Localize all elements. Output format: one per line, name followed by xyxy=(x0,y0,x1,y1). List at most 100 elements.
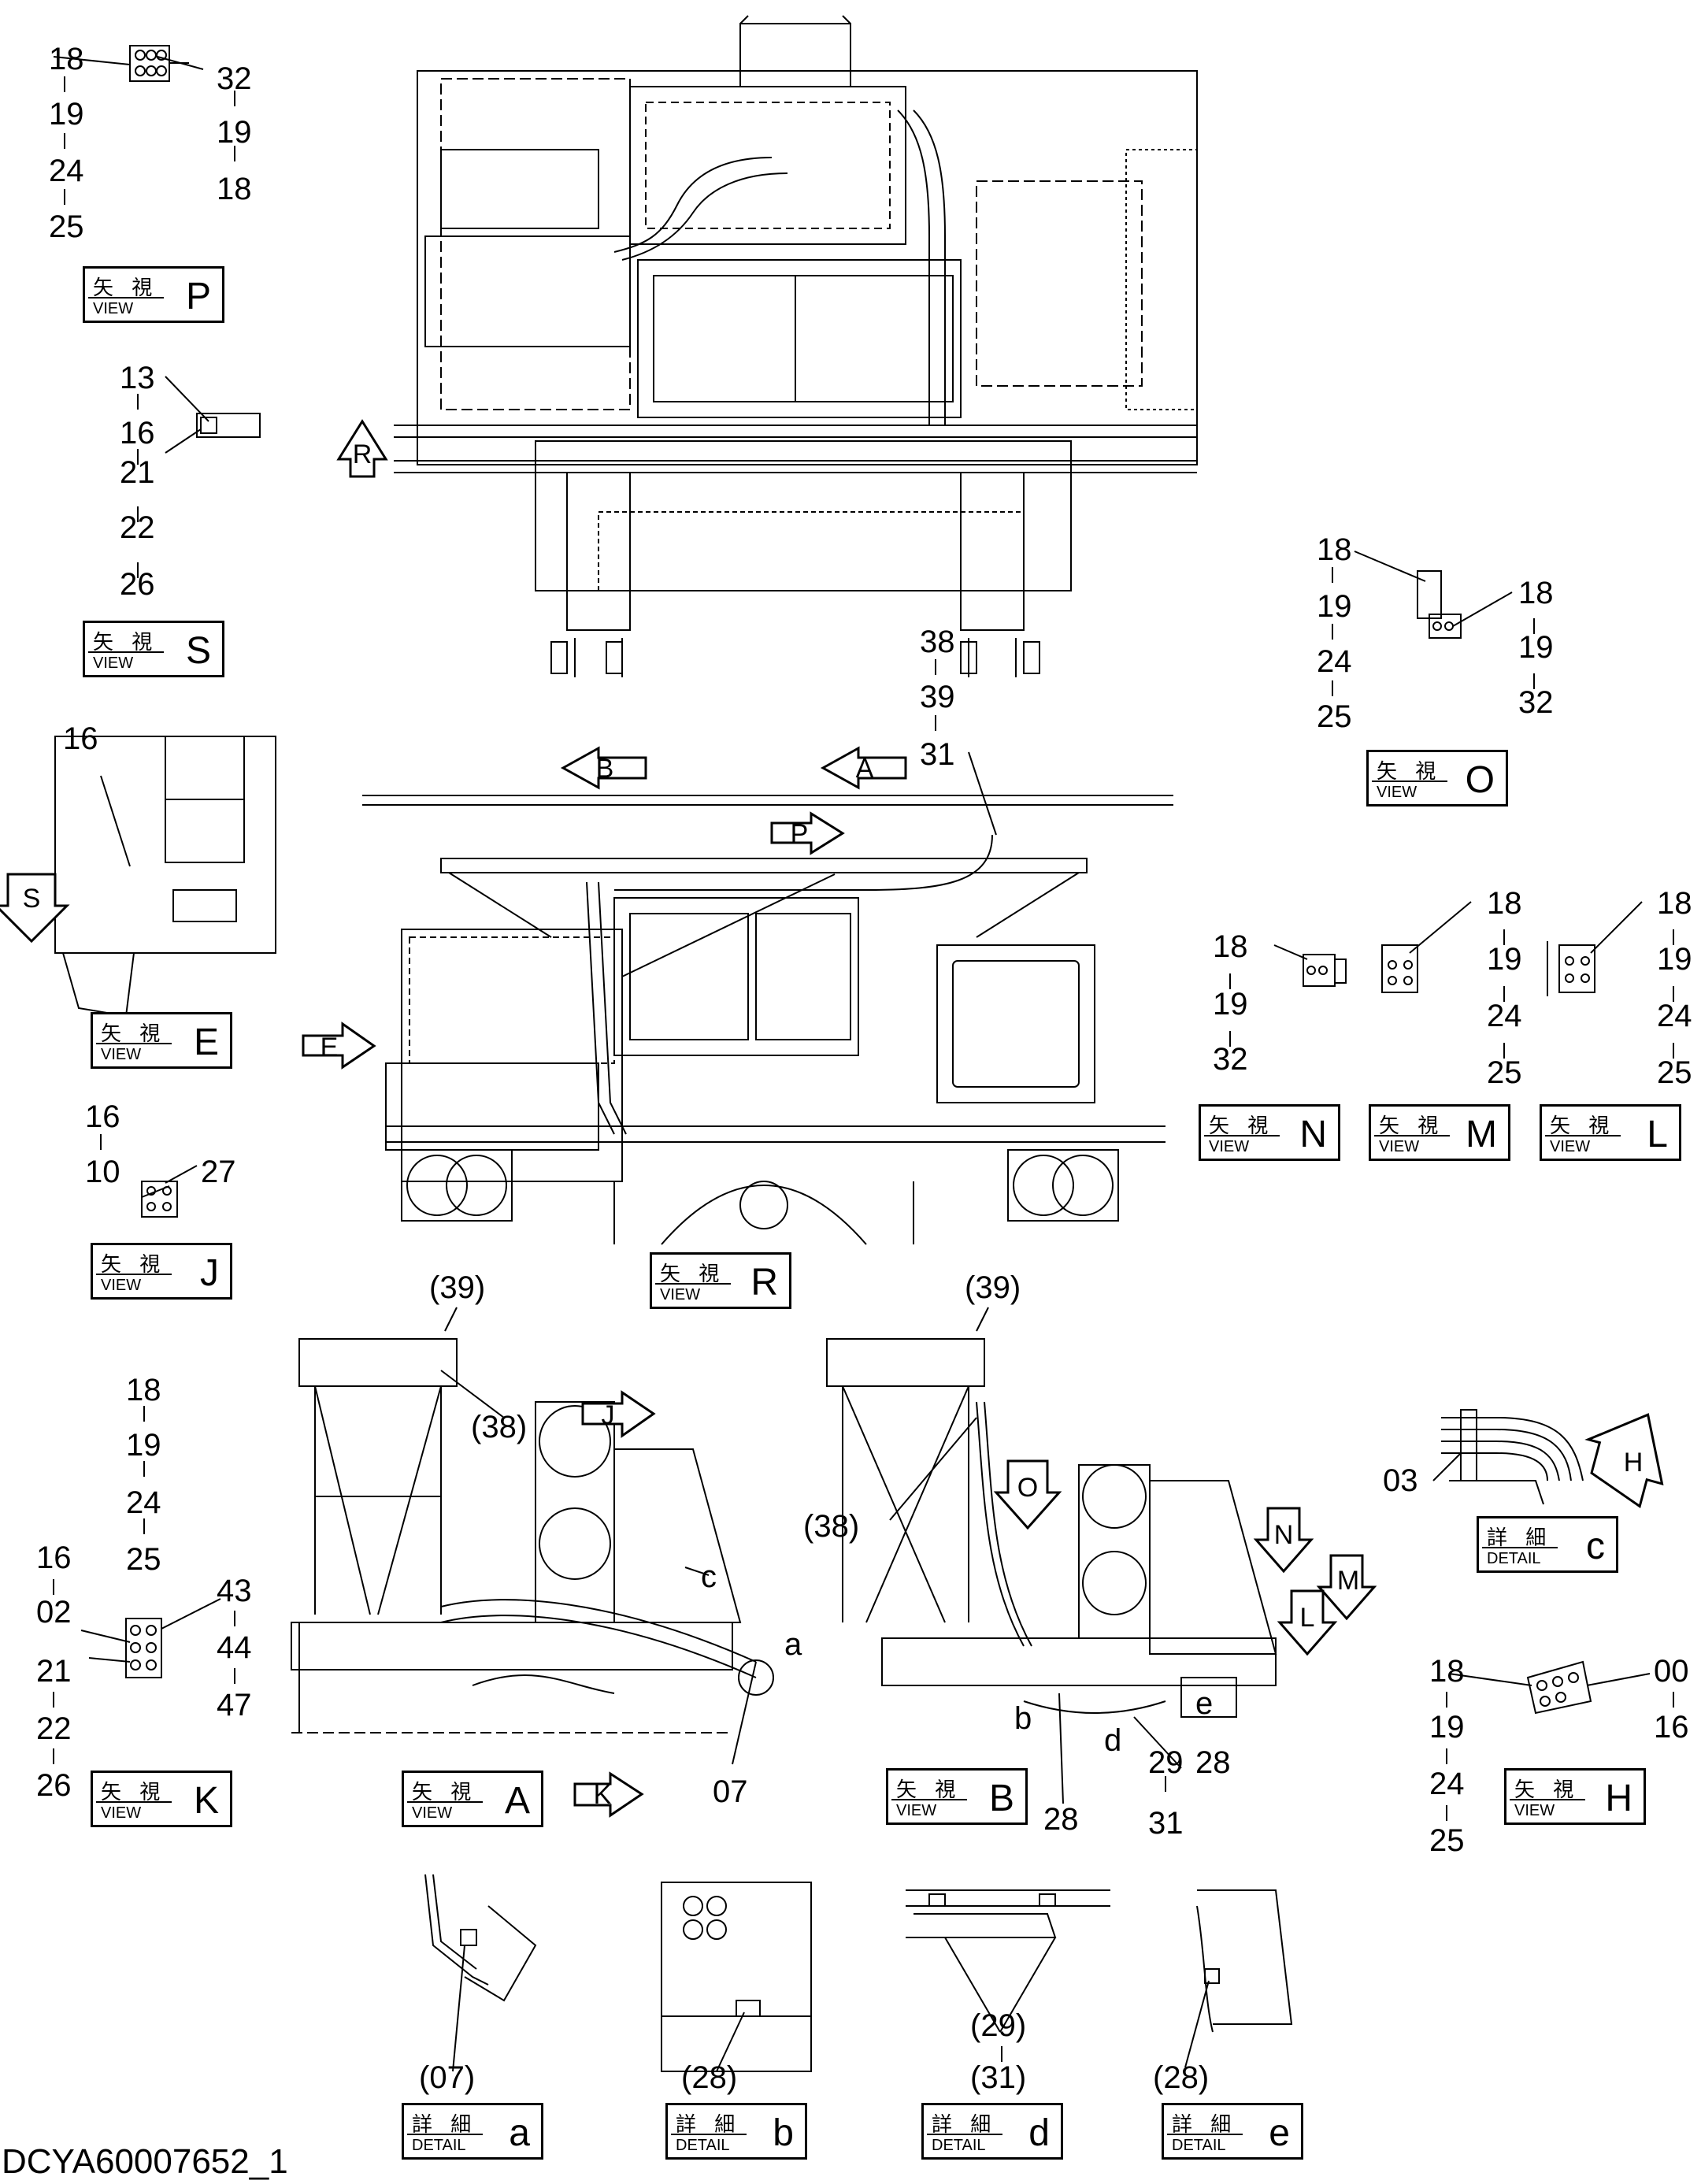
view-box-e-letter: E xyxy=(193,1022,219,1063)
callout-b-28-right: 28 xyxy=(1195,1745,1231,1780)
detail-box-d-rule xyxy=(927,2134,1002,2135)
callout-s-1: 13 xyxy=(120,361,155,395)
callout-a-07: 07 xyxy=(713,1774,748,1809)
small-view-n xyxy=(1303,954,1347,987)
callout-k-right-3: 47 xyxy=(217,1688,252,1722)
detail-box-a-rule xyxy=(407,2134,483,2135)
callout-l-3: 24 xyxy=(1657,999,1692,1033)
callout-p-left-2: 19 xyxy=(49,97,84,132)
detail-e-drawing xyxy=(1196,1889,1293,2033)
callout-p-right-2: 19 xyxy=(217,115,252,150)
view-box-h-jp: 矢 視 xyxy=(1514,1778,1581,1801)
detail-box-c-en: DETAIL xyxy=(1487,1550,1541,1567)
detail-d-drawing xyxy=(906,1889,1110,1938)
detail-box-c-jp: 詳 細 xyxy=(1487,1526,1553,1549)
top-machine-view xyxy=(394,15,1198,677)
callout-k-left-2: 02 xyxy=(36,1595,72,1630)
callout-det-d-2: (31) xyxy=(970,2060,1027,2095)
callout-b-39: (39) xyxy=(965,1270,1021,1305)
callout-n-1: 18 xyxy=(1213,929,1248,964)
callout-l-4: 25 xyxy=(1657,1055,1692,1090)
view-box-s-rule xyxy=(88,651,164,653)
view-arrow-p-label: P xyxy=(791,819,809,849)
detail-box-d-letter: d xyxy=(1028,2112,1050,2154)
callout-n-2: 19 xyxy=(1213,987,1248,1022)
view-box-b-rule xyxy=(891,1799,967,1800)
view-box-p-jp: 矢 視 xyxy=(93,276,159,299)
view-box-o-rule xyxy=(1372,781,1447,782)
detail-box-b-rule xyxy=(671,2134,747,2135)
callout-n-3: 32 xyxy=(1213,1042,1248,1077)
callout-k-top-3: 24 xyxy=(126,1485,161,1520)
callout-h-right-2: 16 xyxy=(1654,1710,1689,1745)
callout-det-d-1: (29) xyxy=(970,2008,1027,2043)
callout-p-right-3: 18 xyxy=(217,172,252,206)
view-arrow-r-label: R xyxy=(353,439,372,469)
view-box-b: 矢 視 VIEW B xyxy=(886,1768,1028,1825)
callout-k-top-4: 25 xyxy=(126,1542,161,1577)
view-arrow-p: P xyxy=(770,811,845,855)
side-view-a xyxy=(291,1338,774,1733)
callout-h-right-1: 00 xyxy=(1654,1654,1689,1689)
view-box-j-en: VIEW xyxy=(101,1277,142,1294)
view-box-s-en: VIEW xyxy=(93,654,134,672)
view-box-o: 矢 視 VIEW O xyxy=(1366,750,1508,806)
leader-lines xyxy=(53,56,1651,2072)
view-arrow-b-label: B xyxy=(596,754,614,784)
callout-r-2: 39 xyxy=(920,680,955,714)
view-box-k-en: VIEW xyxy=(101,1804,142,1822)
callout-c-03: 03 xyxy=(1383,1463,1418,1498)
callout-j-2: 10 xyxy=(85,1155,120,1189)
callout-o-right-3: 32 xyxy=(1518,685,1554,720)
view-box-n-rule xyxy=(1204,1135,1280,1136)
view-box-s-jp: 矢 視 xyxy=(93,630,159,654)
view-arrow-r: R xyxy=(336,419,388,478)
view-arrow-s-label: S xyxy=(23,884,41,914)
small-view-e xyxy=(54,736,276,1018)
callout-b-d: d xyxy=(1104,1723,1122,1758)
side-view-b xyxy=(826,1338,1277,1718)
detail-box-d-jp: 詳 細 xyxy=(932,2112,998,2136)
callout-b-31: 31 xyxy=(1148,1806,1184,1841)
callout-s-3: 21 xyxy=(120,455,155,490)
detail-c-drawing xyxy=(1441,1409,1584,1505)
callout-l-1: 18 xyxy=(1657,886,1692,921)
callout-s-5: 26 xyxy=(120,567,155,602)
view-arrow-b: B xyxy=(560,746,647,790)
callout-o-left-4: 25 xyxy=(1317,699,1352,734)
callout-p-left-3: 24 xyxy=(49,154,84,188)
view-box-p-en: VIEW xyxy=(93,300,134,317)
detail-b-drawing xyxy=(661,1882,812,2072)
view-arrow-j: J xyxy=(581,1390,656,1438)
callout-p-left-4: 25 xyxy=(49,210,84,244)
view-box-m-en: VIEW xyxy=(1379,1138,1420,1155)
detail-box-b-en: DETAIL xyxy=(676,2137,730,2154)
view-box-h: 矢 視 VIEW H xyxy=(1504,1768,1646,1825)
view-box-l-letter: L xyxy=(1647,1114,1668,1155)
callout-r-3: 31 xyxy=(920,737,955,772)
view-arrow-h: H xyxy=(1584,1413,1664,1508)
view-box-l-rule xyxy=(1545,1135,1621,1136)
view-box-k-letter: K xyxy=(193,1780,219,1822)
view-box-b-letter: B xyxy=(988,1778,1014,1819)
callout-b-e: e xyxy=(1195,1686,1214,1721)
view-box-b-en: VIEW xyxy=(896,1802,937,1819)
callout-s-2: 16 xyxy=(120,416,155,451)
view-arrow-a: A xyxy=(820,746,907,790)
view-box-n-letter: N xyxy=(1299,1114,1327,1155)
small-view-h xyxy=(1526,1660,1592,1715)
view-arrow-e-label: E xyxy=(321,1033,339,1062)
detail-box-d: 詳 細 DETAIL d xyxy=(921,2103,1063,2160)
view-arrow-l-label: L xyxy=(1300,1603,1315,1633)
callout-o-right-1: 18 xyxy=(1518,576,1554,610)
view-box-r-jp: 矢 視 xyxy=(660,1262,726,1285)
callout-m-1: 18 xyxy=(1487,886,1522,921)
callout-p-left-1: 18 xyxy=(49,42,84,76)
callout-a-c: c xyxy=(701,1559,717,1594)
view-arrow-m: M xyxy=(1316,1554,1377,1621)
view-box-o-letter: O xyxy=(1465,759,1495,801)
view-box-e-rule xyxy=(96,1043,172,1044)
view-box-j-rule xyxy=(96,1274,172,1275)
